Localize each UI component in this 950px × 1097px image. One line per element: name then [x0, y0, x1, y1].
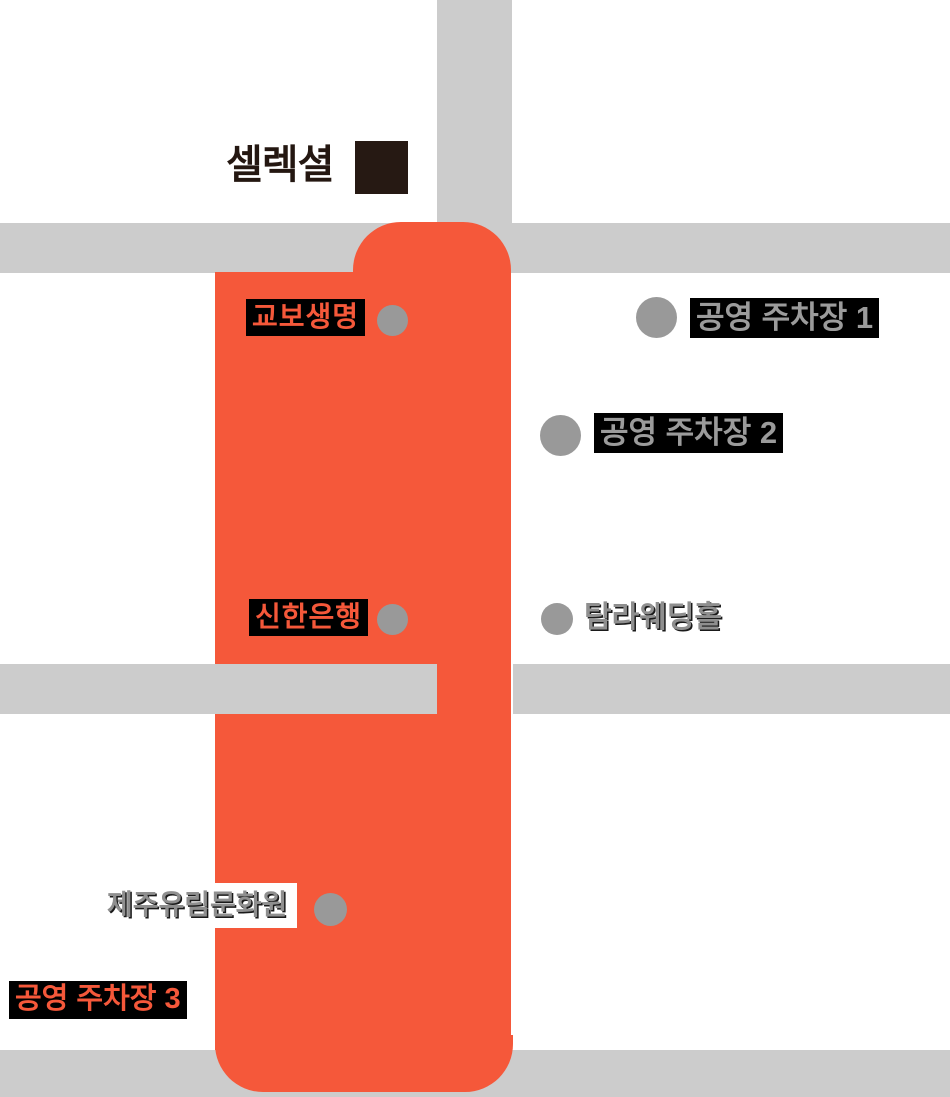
poi-dot-jeju-yurim-cultural-center: [314, 893, 347, 926]
road-horizontal-middle-left: [0, 664, 437, 714]
label-select-shop: 셀렉셜: [226, 143, 334, 187]
yurim-label-panel: 제주유림문화원: [97, 883, 298, 928]
poi-dot-public-parking-1: [636, 297, 677, 338]
poi-dot-kyobo-life: [377, 305, 408, 336]
label-public-parking-1: 공영 주차장 1: [690, 298, 880, 339]
label-shinhan-bank: 신한은행: [249, 599, 369, 636]
label-public-parking-2: 공영 주차장 2: [594, 413, 784, 454]
highlight-route-bottom-cap: [215, 1035, 513, 1092]
label-kyobo-life: 교보생명: [246, 299, 366, 336]
poi-dot-shinhan-bank: [377, 604, 408, 635]
label-public-parking-3: 공영 주차장 3: [9, 981, 187, 1019]
poi-dot-tamna-wedding-hall: [541, 603, 573, 635]
label-jeju-yurim-cultural-center: 제주유림문화원: [107, 889, 288, 920]
label-tamna-wedding-hall: 탐라웨딩홀: [584, 601, 722, 634]
road-horizontal-middle-right: [513, 664, 950, 714]
select-shop-square-marker: [355, 141, 408, 194]
poi-dot-public-parking-2: [540, 415, 581, 456]
